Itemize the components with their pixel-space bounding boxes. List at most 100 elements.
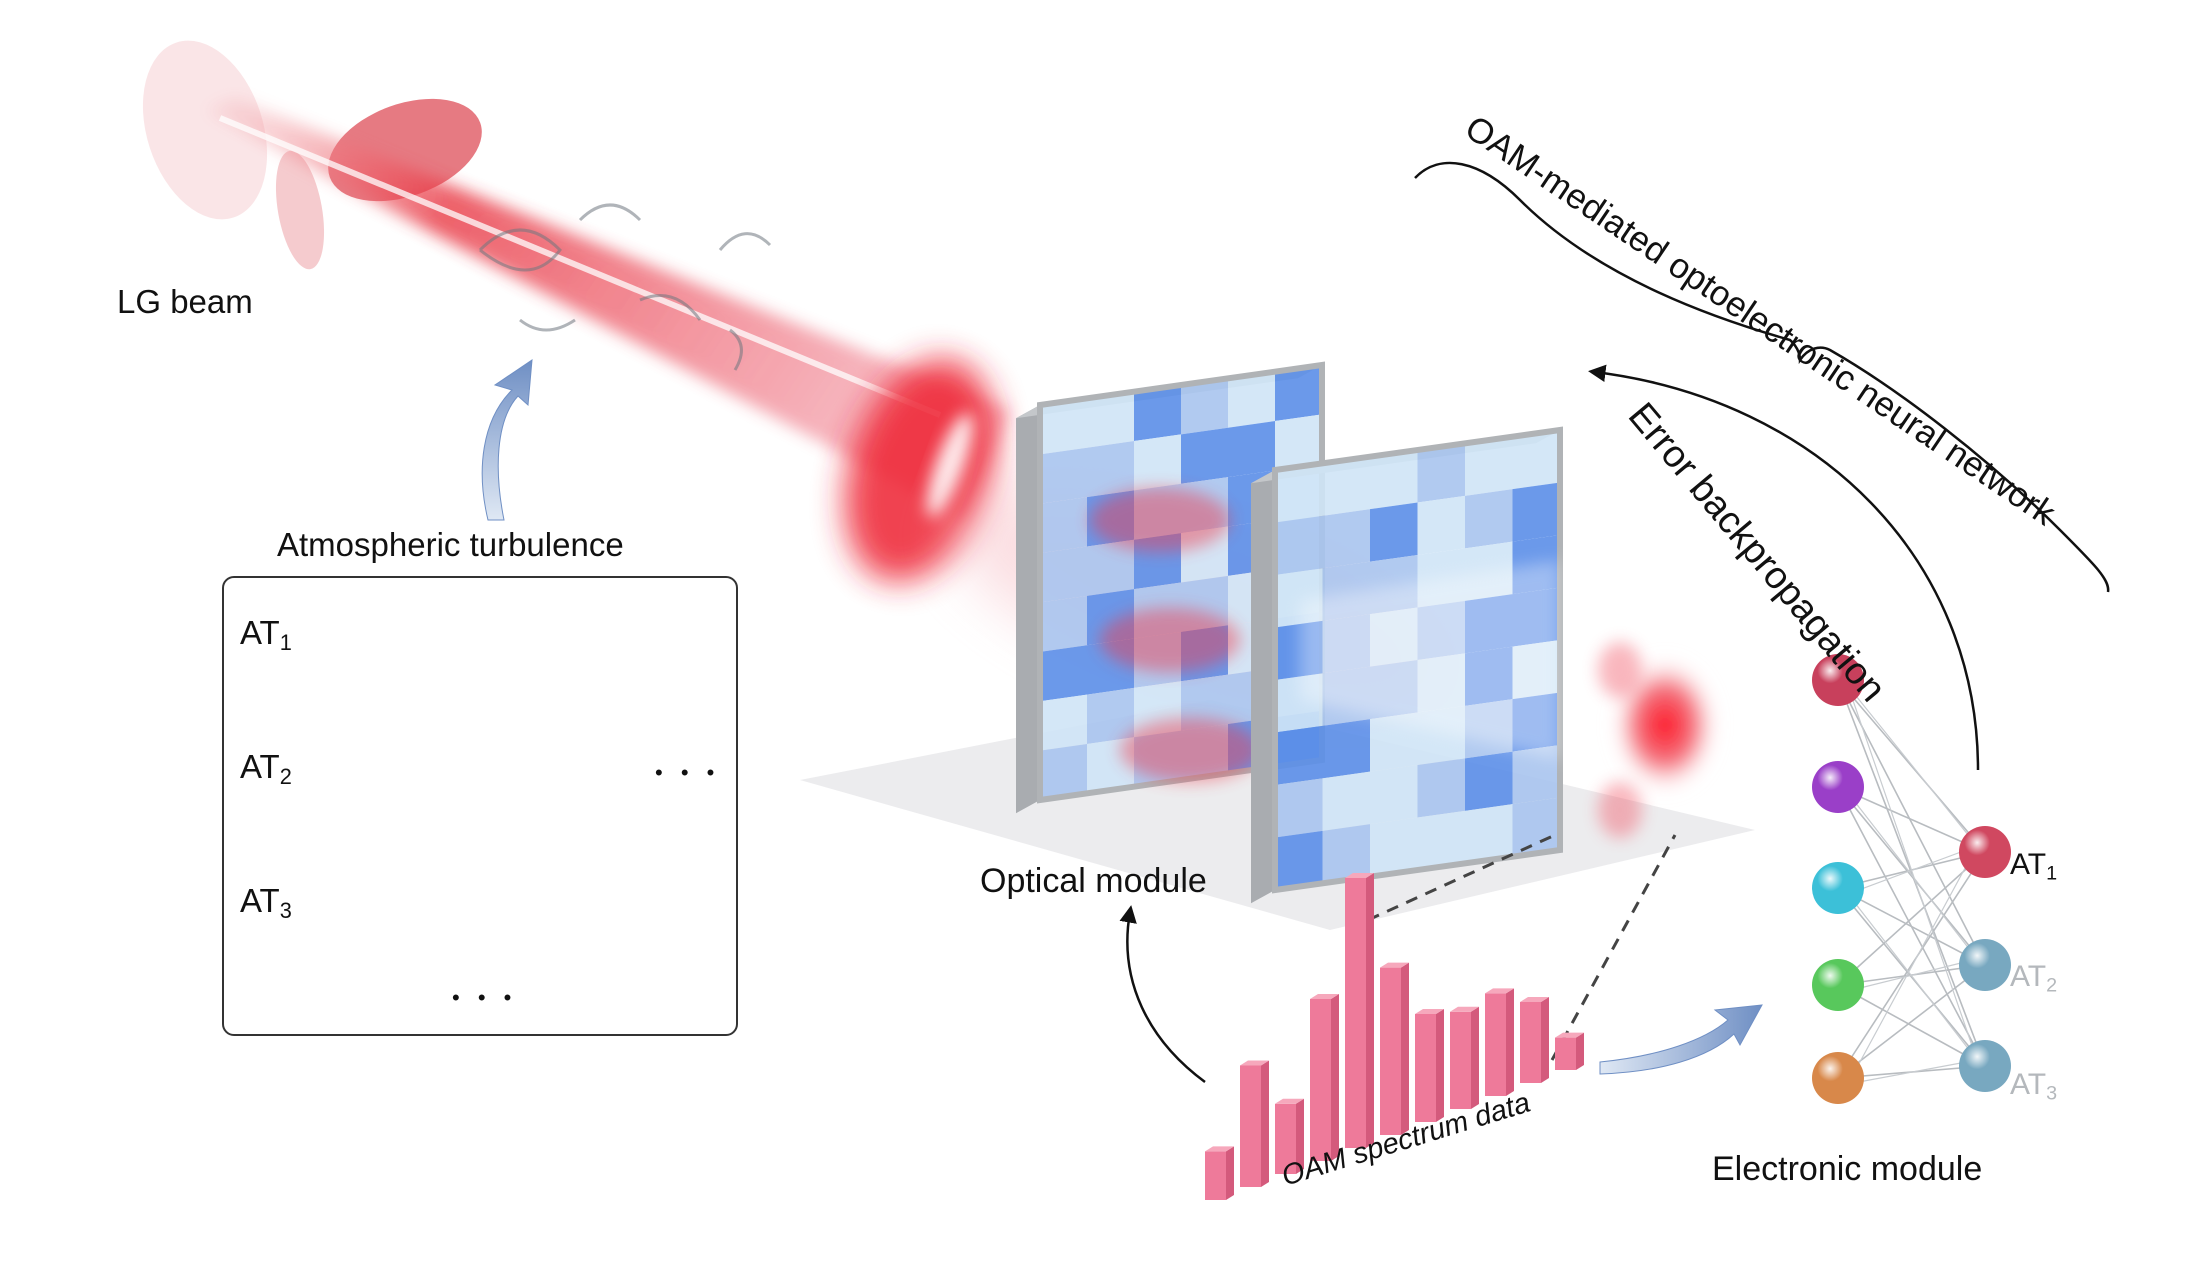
mask-pixel — [1040, 645, 1087, 702]
mask-pixel — [1370, 502, 1418, 562]
output-node-highlight — [1959, 826, 2011, 878]
screens-col-ellipsis: • • • — [452, 985, 518, 1010]
spectrum-bar-side — [1541, 997, 1549, 1083]
output-node-label-1: AT1 — [2010, 848, 2058, 885]
mask-pixel — [1040, 743, 1087, 800]
mask-pixel — [1275, 725, 1323, 785]
mask-pixel — [1275, 830, 1323, 890]
optical-module-label: Optical module — [980, 862, 1207, 900]
spectrum-bar-side — [1366, 873, 1374, 1148]
mask-pixel — [1040, 497, 1087, 554]
at-row-label-1: AT1 — [240, 614, 292, 656]
mask-pixel — [1275, 365, 1322, 422]
spectrum-bar-top — [1520, 997, 1549, 1002]
network-edge — [1837, 964, 1986, 1079]
spectrum-bar — [1415, 1014, 1436, 1122]
mask-pixel — [1417, 810, 1465, 870]
mask-pixel — [1465, 751, 1513, 811]
turbulence-swirls — [478, 203, 772, 371]
spectrum-bar — [1380, 967, 1401, 1135]
spectrum-bar — [1555, 1037, 1576, 1070]
spectrum-bar-side — [1226, 1146, 1234, 1200]
spectrum-bar-top — [1555, 1032, 1584, 1038]
spectrum-bar-top — [1415, 1009, 1444, 1014]
mask-pixel — [1181, 427, 1228, 484]
spectrum-bar — [1345, 878, 1366, 1148]
spectrum-bar-top — [1240, 1060, 1269, 1066]
mask-pixel — [1087, 391, 1134, 448]
mask-pixel — [1228, 421, 1275, 478]
mask-pixel — [1512, 745, 1560, 805]
mask-pixel — [1181, 378, 1228, 435]
spectrum-bar-top — [1205, 1146, 1234, 1152]
error-backpropagation-arrow — [1588, 364, 1980, 771]
spectrum-bar-top — [1310, 994, 1339, 999]
dashed-projection-line — [1367, 833, 1556, 922]
spectrum-bar-top — [1485, 988, 1514, 994]
network-edge — [1837, 786, 1986, 853]
mask-pixel — [1465, 436, 1513, 496]
mask-pixel — [1512, 482, 1560, 542]
turbulence-box — [222, 576, 738, 1036]
lg-beam-label: LG beam — [117, 283, 253, 320]
spectrum-bar-side — [1576, 1032, 1584, 1070]
spectrum-bar-top — [1345, 873, 1374, 878]
network-edge — [1847, 1059, 1978, 1085]
network-brace — [1414, 161, 2110, 593]
mask-pixel — [1275, 414, 1322, 471]
atmospheric-turbulence-label: Atmospheric turbulence — [277, 526, 624, 563]
at-row-label-2: AT2 — [240, 748, 292, 790]
mask-pixel — [1087, 441, 1134, 498]
spectrum-bar — [1450, 1011, 1471, 1109]
mask-pixel — [1087, 539, 1134, 596]
spectrum-bar-side — [1436, 1009, 1444, 1122]
mask-pixel — [1370, 817, 1418, 877]
mask-pixel — [1181, 674, 1228, 731]
mask-pixel — [1322, 824, 1370, 884]
mask-pixel — [1134, 385, 1181, 442]
mask-pixel — [1322, 509, 1370, 569]
network-edge — [1837, 679, 1986, 1067]
oam-spectrum-chart — [1205, 873, 1584, 1200]
input-node-highlight — [1812, 654, 1864, 706]
mask-pixel — [1087, 687, 1134, 744]
output-node-label-3: AT3 — [2010, 1068, 2058, 1105]
spectrum-bar-top — [1380, 962, 1409, 968]
mask-pixel — [1370, 712, 1418, 772]
mask-pixel — [1040, 447, 1087, 504]
mask-pixel — [1370, 450, 1418, 510]
spectrum-to-optical-arrow — [1119, 905, 1206, 1084]
network-edge — [1847, 893, 1978, 1061]
spectrum-bar-top — [1450, 1006, 1479, 1012]
mask-pixel — [1370, 765, 1418, 825]
mask-pixel — [1040, 694, 1087, 751]
spectrum-bar — [1485, 993, 1506, 1096]
network-edge — [1847, 685, 1978, 847]
mask-pixel — [1417, 758, 1465, 818]
network-edge — [1837, 786, 1986, 966]
output-spot — [1598, 642, 1720, 838]
output-node-highlight — [1959, 939, 2011, 991]
spectrum-bar-side — [1506, 988, 1514, 1096]
screens-row-ellipsis: • • • — [655, 760, 721, 785]
mask-pixel — [1134, 434, 1181, 491]
network-edge — [1837, 887, 1986, 966]
mask-pixel — [1275, 515, 1323, 575]
network-edge — [1837, 887, 1986, 1067]
mask-pixel — [1040, 546, 1087, 603]
electronic-network — [1812, 654, 2011, 1104]
spectrum-bar-side — [1471, 1006, 1479, 1109]
network-edge — [1847, 685, 1978, 1061]
mask-pixel — [1040, 398, 1087, 455]
turbulence-arrow — [481, 358, 533, 521]
mask-pixel — [1512, 797, 1560, 857]
mask-pixel — [1417, 495, 1465, 555]
network-edge — [1847, 792, 1978, 960]
input-node-highlight — [1812, 761, 1864, 813]
spectrum-bar — [1240, 1065, 1261, 1187]
output-node-label-2: AT2 — [2010, 960, 2058, 997]
spectrum-bar-top — [1275, 1098, 1304, 1104]
mask-pixel — [1322, 771, 1370, 831]
mask-pixel — [1512, 430, 1560, 490]
spectrum-bar-side — [1331, 994, 1339, 1161]
